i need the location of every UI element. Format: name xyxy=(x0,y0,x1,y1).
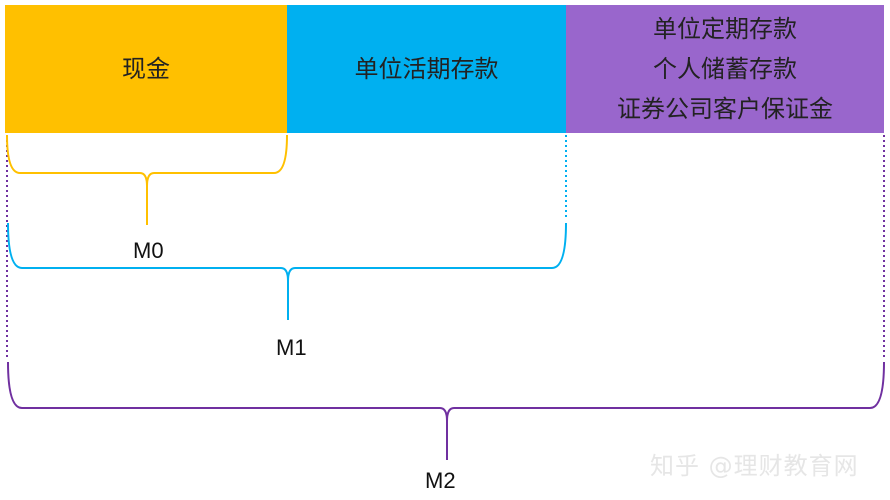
block-other-line-1: 单位定期存款 xyxy=(653,15,797,43)
m2-brace xyxy=(7,361,885,460)
block-other-line-2: 个人储蓄存款 xyxy=(653,55,797,83)
watermark: 知乎 @理财教育网 xyxy=(650,452,859,480)
block-cash-label: 现金 xyxy=(122,55,170,83)
m0-brace xyxy=(6,134,288,225)
m1-brace xyxy=(7,222,567,320)
m2-label: M2 xyxy=(425,468,456,493)
block-cash: 现金 xyxy=(5,5,287,133)
block-demand-deposits-label: 单位活期存款 xyxy=(354,55,499,83)
block-other-deposits: 单位定期存款 个人储蓄存款 证券公司客户保证金 xyxy=(566,5,884,133)
block-other-line-3: 证券公司客户保证金 xyxy=(617,95,833,123)
m1-label: M1 xyxy=(276,335,307,360)
m0-label: M0 xyxy=(133,238,164,263)
block-demand-deposits: 单位活期存款 xyxy=(287,5,566,133)
